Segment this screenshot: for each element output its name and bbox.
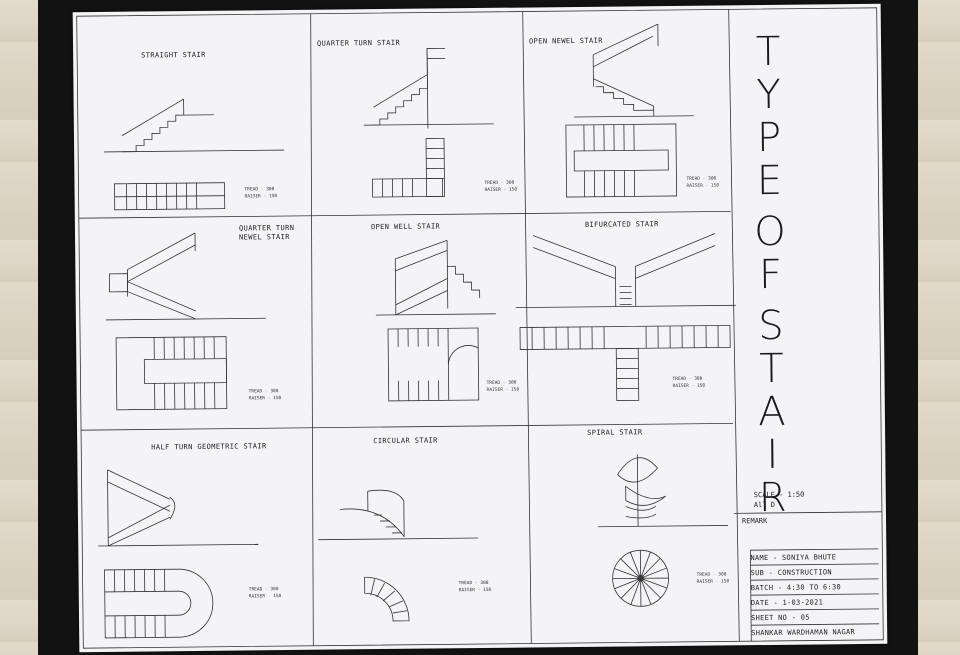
scale-note: SCALE - 1:50 [753, 490, 805, 500]
panel-label-bifurcated: BIFURCATED STAIR [584, 220, 659, 229]
panel-notes-open-well: TREAD - 300 RAISER - 150 [486, 380, 520, 393]
grid-line [728, 9, 740, 642]
grid-line [733, 511, 882, 514]
title-letter: E [756, 157, 783, 205]
title-letter: T [755, 28, 781, 76]
title-letter: A [757, 388, 786, 436]
panel-label-half-turn-geometric: HALF TURN GEOMETRIC STAIR [151, 442, 267, 452]
panel-label-quarter-turn-newel: QUARTER TURN NEWEL STAIR [238, 223, 295, 242]
title-block-school: SHANKAR WARDHAMAN NAGAR [751, 628, 856, 638]
grid-line [81, 422, 734, 431]
drawing-sheet: STRAIGHT STAIR QUARTER TURN STAIR OPEN N… [72, 3, 888, 653]
title-block-line [750, 608, 879, 611]
title-block-line [751, 623, 880, 626]
panel-label-open-well: OPEN WELL STAIR [370, 222, 441, 232]
title-block-sheet-no: SHEET NO - 05 [751, 613, 810, 623]
title-block-date: DATE - 1-03-2021 [750, 598, 824, 608]
title-block-line [750, 578, 879, 581]
panel-notes-circular: TREAD - 300 RAISER - 150 [458, 580, 492, 594]
title-block-line [750, 563, 879, 566]
units-note: All D [753, 500, 775, 510]
title-block-name: NAME - SONIYA BHUTE [750, 553, 837, 563]
panel-label-open-newel: OPEN NEWEL STAIR [528, 36, 603, 46]
panel-notes-bifurcated: TREAD - 300 RAISER - 150 [672, 376, 706, 389]
panel-notes-quarter-turn-newel: TREAD - 300 RAISER - 150 [248, 389, 282, 402]
straight-stair-rail [121, 98, 184, 137]
title-block-batch: BATCH - 4:30 TO 6:30 [750, 583, 842, 593]
title-block-line [750, 593, 879, 596]
title-block-subject: SUB - CONSTRUCTION [750, 568, 832, 578]
quarter-turn-steps [371, 47, 446, 126]
panel-label-spiral: SPIRAL STAIR [587, 428, 643, 437]
sheet-drawings [76, 7, 884, 649]
title-block-line [750, 548, 879, 551]
title-letter: S [758, 302, 784, 350]
panel-notes-half-turn-geometric: TREAD - 300 RAISER - 150 [248, 587, 282, 600]
title-letter: T [758, 345, 784, 393]
title-block-line [749, 550, 752, 642]
remark-label: REMARK [741, 517, 768, 526]
straight-stair-steps [122, 114, 184, 153]
title-letter: F [758, 251, 783, 299]
grid-line [78, 210, 731, 219]
panel-notes-straight: TREAD - 300 RAISER - 150 [244, 187, 278, 200]
title-letter: O [754, 208, 786, 256]
panel-notes-open-newel: TREAD - 300 RAISER - 150 [686, 176, 720, 189]
title-letter: Y [756, 71, 782, 119]
panel-notes-quarter-turn: TREAD - 300 RAISER - 150 [484, 180, 518, 193]
panel-label-straight: STRAIGHT STAIR [141, 50, 206, 60]
sheet-title: T Y P E O F S T A I R [733, 28, 808, 521]
panel-label-quarter-turn: QUARTER TURN STAIR [316, 38, 401, 48]
grid-line [310, 13, 314, 646]
sheet-border [76, 7, 884, 649]
title-letter: I [766, 431, 779, 479]
panel-notes-spiral: TREAD - 300 RAISER - 150 [696, 572, 730, 585]
panel-label-circular: CIRCULAR STAIR [373, 436, 438, 446]
title-letter: P [756, 114, 782, 162]
